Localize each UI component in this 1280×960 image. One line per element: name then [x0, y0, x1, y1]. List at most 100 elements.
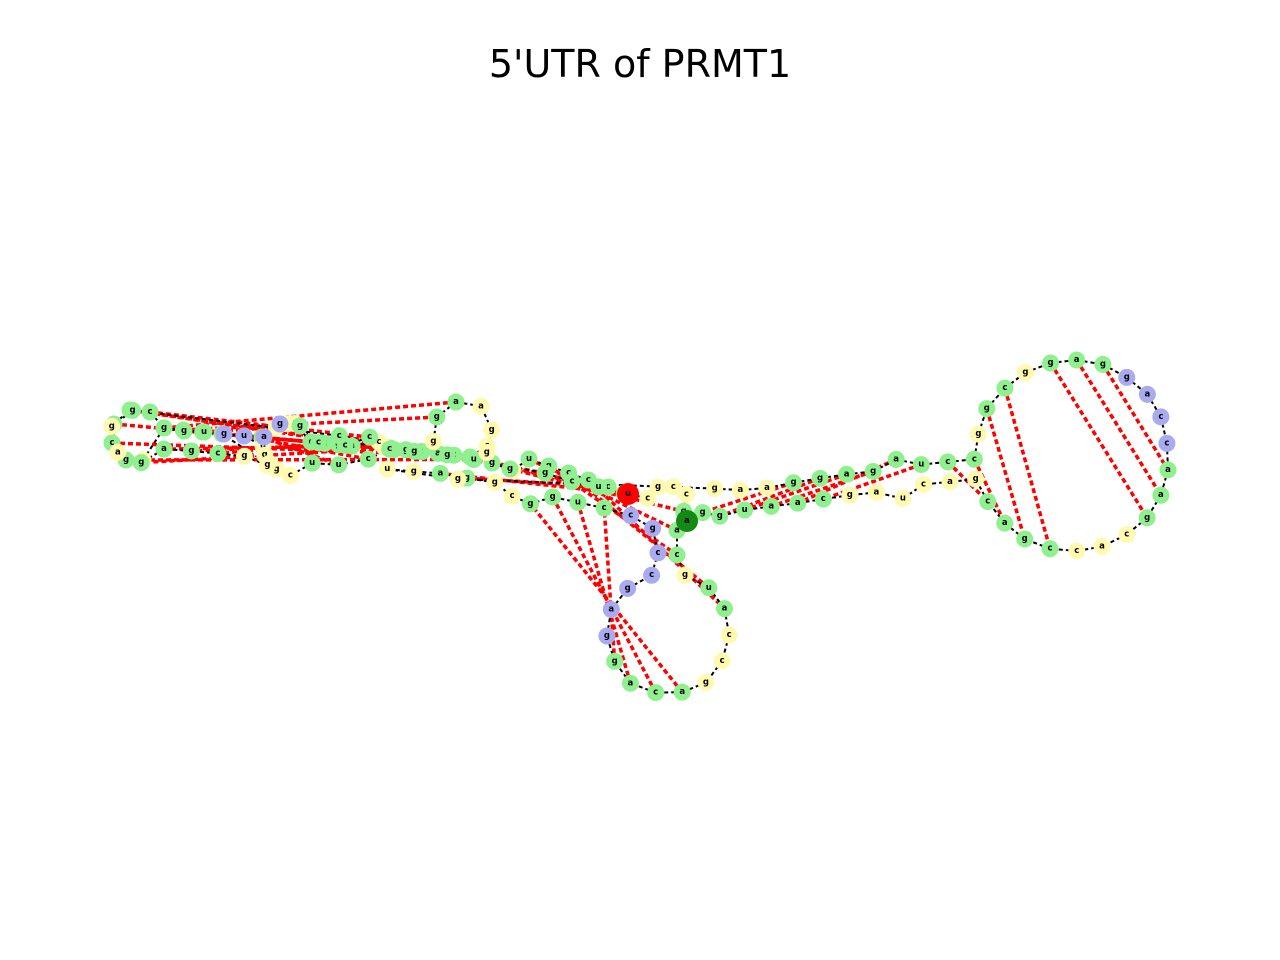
nucleotide-circle	[715, 600, 733, 618]
nucleotide: c	[281, 467, 299, 485]
nucleotide-circle	[814, 490, 832, 508]
nucleotide: u	[569, 493, 587, 511]
nucleotide: a	[255, 428, 273, 446]
base-pair-bond	[985, 408, 1027, 540]
nucleotide-letter: g	[542, 468, 548, 478]
nucleotide-circle	[310, 434, 328, 452]
nucleotide-circle	[838, 465, 856, 483]
nucleotide-circle	[864, 462, 882, 480]
nucleotide: c	[622, 507, 640, 525]
nucleotide-letter: c	[1047, 544, 1052, 554]
nucleotide-circle	[697, 674, 715, 692]
nucleotide-letter: u	[526, 454, 532, 464]
nucleotide: c	[965, 450, 983, 468]
nucleotide-letter: g	[297, 421, 303, 431]
nucleotide-letter: a	[738, 485, 744, 495]
nucleotide-circle	[103, 417, 121, 435]
nucleotide-letter: u	[596, 482, 602, 492]
nucleotide-letter: a	[1158, 490, 1164, 500]
nucleotide: g	[478, 443, 496, 461]
nucleotide-circle	[1138, 509, 1156, 527]
nucleotide-circle	[478, 443, 496, 461]
nucleotide: a	[431, 464, 449, 482]
nucleotide-circle	[731, 481, 749, 499]
nucleotide-letter: a	[844, 469, 850, 479]
nucleotide-letter: c	[649, 570, 654, 580]
nucleotide: g	[486, 473, 504, 491]
nucleotide: g	[967, 470, 985, 488]
nucleotide: c	[643, 566, 661, 584]
nucleotide-letter: c	[147, 407, 152, 417]
nucleotide-letter: c	[109, 438, 114, 448]
nucleotide: g	[235, 447, 253, 465]
nucleotide-letter: c	[337, 431, 342, 441]
nucleotide: c	[563, 473, 581, 491]
nucleotide-circle	[155, 419, 173, 437]
nucleotide: g	[424, 433, 442, 451]
nucleotide-circle	[1159, 461, 1177, 479]
nucleotide-circle	[209, 445, 227, 463]
base-pair-bond	[1049, 362, 1149, 519]
nucleotide: g	[644, 519, 662, 537]
nucleotide-circle	[700, 579, 718, 597]
nucleotide-letter: a	[115, 447, 121, 457]
nucleotide-letter: c	[628, 511, 633, 521]
nucleotide: a	[762, 497, 780, 515]
nucleotide-letter: g	[123, 455, 129, 465]
nucleotide-letter: a	[628, 678, 634, 688]
nucleotide-circle	[664, 478, 682, 496]
nucleotide-circle	[706, 480, 724, 498]
nucleotide-letter: u	[471, 454, 477, 464]
nucleotide-letter: u	[900, 494, 906, 504]
nucleotide-circle	[996, 514, 1014, 532]
nucleotide-circle	[595, 499, 613, 517]
nucleotide-letter: c	[720, 656, 725, 666]
nucleotide-circle	[867, 483, 885, 501]
nucleotide-letter: a	[674, 525, 680, 535]
nucleotide-circle	[291, 417, 309, 435]
nucleotide: c	[310, 434, 328, 452]
nucleotide: a	[867, 483, 885, 501]
nucleotide-letter: g	[703, 678, 709, 688]
nucleotide-letter: g	[221, 429, 227, 439]
nucleotide-letter: a	[261, 432, 267, 442]
nucleotide-circle	[483, 421, 501, 439]
nucleotide-letter: g	[444, 450, 450, 460]
nucleotide-letter: g	[650, 523, 656, 533]
nucleotide: g	[1042, 354, 1060, 372]
nucleotide-circle	[720, 626, 738, 644]
nucleotide-letter: g	[411, 446, 417, 456]
nucleotide-letter: g	[717, 511, 723, 521]
nucleotide-letter: a	[768, 501, 774, 511]
nucleotide-letter: g	[612, 656, 618, 666]
nucleotide-circle	[1152, 486, 1170, 504]
nucleotide-letter: g	[870, 466, 876, 476]
nucleotide-circle	[472, 397, 490, 415]
nucleotide-letter: u	[706, 583, 712, 593]
nucleotide-letter: c	[972, 454, 977, 464]
nucleotide-letter: c	[606, 482, 611, 492]
nucleotide-circle	[668, 546, 686, 564]
nucleotide-letter: a	[874, 487, 880, 497]
nucleotide: c	[720, 626, 738, 644]
nucleotide: a	[673, 683, 691, 701]
nucleotide-letter: g	[492, 477, 498, 487]
nucleotide: u	[520, 450, 538, 468]
nucleotide: g	[1094, 355, 1112, 373]
nucleotide: g	[124, 401, 142, 419]
nucleotide-circle	[643, 566, 661, 584]
nucleotide: c	[939, 453, 957, 471]
nucleotide-letter: g	[1124, 372, 1130, 382]
nucleotide-circle	[841, 486, 859, 504]
nucleotide-letter: c	[821, 494, 826, 504]
nucleotide-circle	[939, 453, 957, 471]
nucleotide-letter: g	[1022, 368, 1028, 378]
nucleotide-letter: g	[455, 474, 461, 484]
nucleotide-circle	[649, 478, 667, 496]
nucleotide-letter: c	[586, 475, 591, 485]
nucleotide: c	[996, 379, 1014, 397]
diagram-title: 5'UTR of PRMT1	[488, 42, 792, 86]
nucleotide-letter: c	[645, 493, 650, 503]
nucleotide-circle	[405, 462, 423, 480]
nucleotide-circle	[381, 440, 399, 458]
